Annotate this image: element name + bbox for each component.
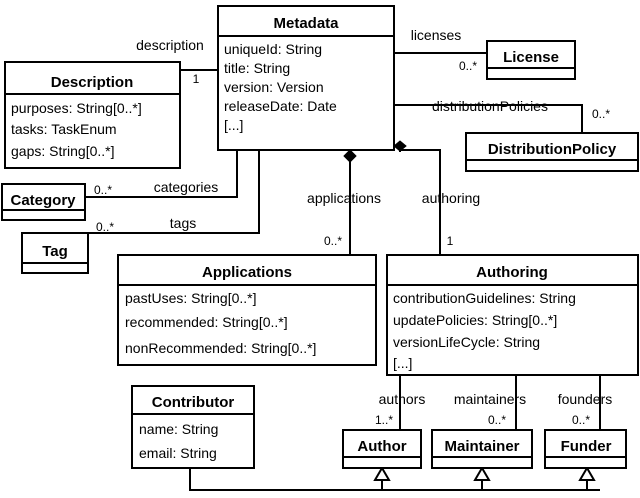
assoc-mult-founders: 0..* bbox=[572, 413, 590, 427]
assoc-label-licenses: licenses bbox=[411, 27, 462, 43]
assoc-label-maintainers: maintainers bbox=[454, 391, 526, 407]
assoc-mult-applications: 0..* bbox=[324, 234, 342, 248]
generalization-contributor bbox=[189, 466, 600, 491]
class-tag-name: Tag bbox=[42, 243, 68, 260]
class-applications-name: Applications bbox=[202, 264, 292, 281]
class-authoring-attribute: [...] bbox=[393, 355, 412, 371]
assoc-label-categories: categories bbox=[154, 179, 219, 195]
class-category-name: Category bbox=[10, 192, 76, 209]
association-applications bbox=[343, 149, 357, 255]
assoc-label-description: description bbox=[136, 37, 204, 53]
class-description[interactable]: Description purposes: String[0..*] tasks… bbox=[4, 61, 181, 169]
assoc-label-distributionpolicies: distributionPolicies bbox=[432, 98, 548, 114]
class-metadata[interactable]: Metadata uniqueId: String title: String … bbox=[217, 5, 395, 151]
assoc-mult-authors: 1..* bbox=[375, 413, 393, 427]
class-funder-name: Funder bbox=[561, 438, 612, 455]
assoc-mult-description: 1 bbox=[193, 72, 200, 86]
class-contributor-attribute: email: String bbox=[139, 445, 217, 461]
class-distributionpolicy[interactable]: DistributionPolicy bbox=[465, 132, 639, 172]
class-description-name: Description bbox=[51, 74, 134, 91]
class-description-attribute: purposes: String[0..*] bbox=[11, 100, 142, 116]
assoc-label-founders: founders bbox=[558, 391, 612, 407]
class-metadata-attribute: title: String bbox=[224, 60, 290, 76]
class-applications-attribute: nonRecommended: String[0..*] bbox=[125, 340, 316, 356]
class-contributor-name: Contributor bbox=[152, 394, 235, 411]
association-distributionpolicies bbox=[394, 104, 583, 133]
class-authoring[interactable]: Authoring contributionGuidelines: String… bbox=[386, 254, 639, 376]
assoc-label-authors: authors bbox=[379, 391, 426, 407]
class-applications-attribute: pastUses: String[0..*] bbox=[125, 290, 257, 306]
class-contributor-attribute: name: String bbox=[139, 421, 218, 437]
association-tags bbox=[88, 150, 260, 234]
class-license-name: License bbox=[503, 49, 559, 66]
class-author[interactable]: Author bbox=[342, 429, 422, 469]
class-funder[interactable]: Funder bbox=[544, 429, 627, 469]
class-metadata-attribute: version: Version bbox=[224, 79, 324, 95]
class-applications-attribute: recommended: String[0..*] bbox=[125, 314, 288, 330]
class-tag[interactable]: Tag bbox=[21, 232, 89, 274]
class-authoring-attribute: versionLifeCycle: String bbox=[393, 334, 540, 350]
assoc-mult-licenses: 0..* bbox=[459, 59, 477, 73]
class-category[interactable]: Category bbox=[1, 183, 86, 221]
association-authoring bbox=[393, 140, 441, 255]
class-authoring-name: Authoring bbox=[476, 264, 548, 281]
class-metadata-attribute: releaseDate: Date bbox=[224, 98, 337, 114]
assoc-mult-categories: 0..* bbox=[94, 183, 112, 197]
class-maintainer[interactable]: Maintainer bbox=[431, 429, 533, 469]
class-metadata-attribute: [...] bbox=[224, 117, 243, 133]
class-description-attribute: tasks: TaskEnum bbox=[11, 121, 117, 137]
class-authoring-attribute: updatePolicies: String[0..*] bbox=[393, 312, 557, 328]
class-contributor[interactable]: Contributor name: String email: String bbox=[131, 385, 255, 469]
class-description-attribute: gaps: String[0..*] bbox=[11, 143, 115, 159]
class-maintainer-name: Maintainer bbox=[444, 438, 519, 455]
class-metadata-attribute: uniqueId: String bbox=[224, 41, 322, 57]
class-distributionpolicy-name: DistributionPolicy bbox=[488, 141, 617, 158]
class-applications[interactable]: Applications pastUses: String[0..*] reco… bbox=[117, 254, 377, 366]
class-authoring-attribute: contributionGuidelines: String bbox=[393, 290, 576, 306]
assoc-mult-distributionpolicies: 0..* bbox=[592, 107, 610, 121]
assoc-mult-maintainers: 0..* bbox=[488, 413, 506, 427]
class-metadata-name: Metadata bbox=[273, 15, 339, 32]
class-license[interactable]: License bbox=[486, 40, 576, 80]
assoc-label-authoring: authoring bbox=[422, 190, 480, 206]
assoc-label-applications: applications bbox=[307, 190, 381, 206]
class-author-name: Author bbox=[357, 438, 406, 455]
assoc-label-tags: tags bbox=[170, 215, 196, 231]
assoc-mult-tags: 0..* bbox=[96, 220, 114, 234]
association-categories bbox=[85, 150, 238, 198]
assoc-mult-authoring: 1 bbox=[447, 234, 454, 248]
